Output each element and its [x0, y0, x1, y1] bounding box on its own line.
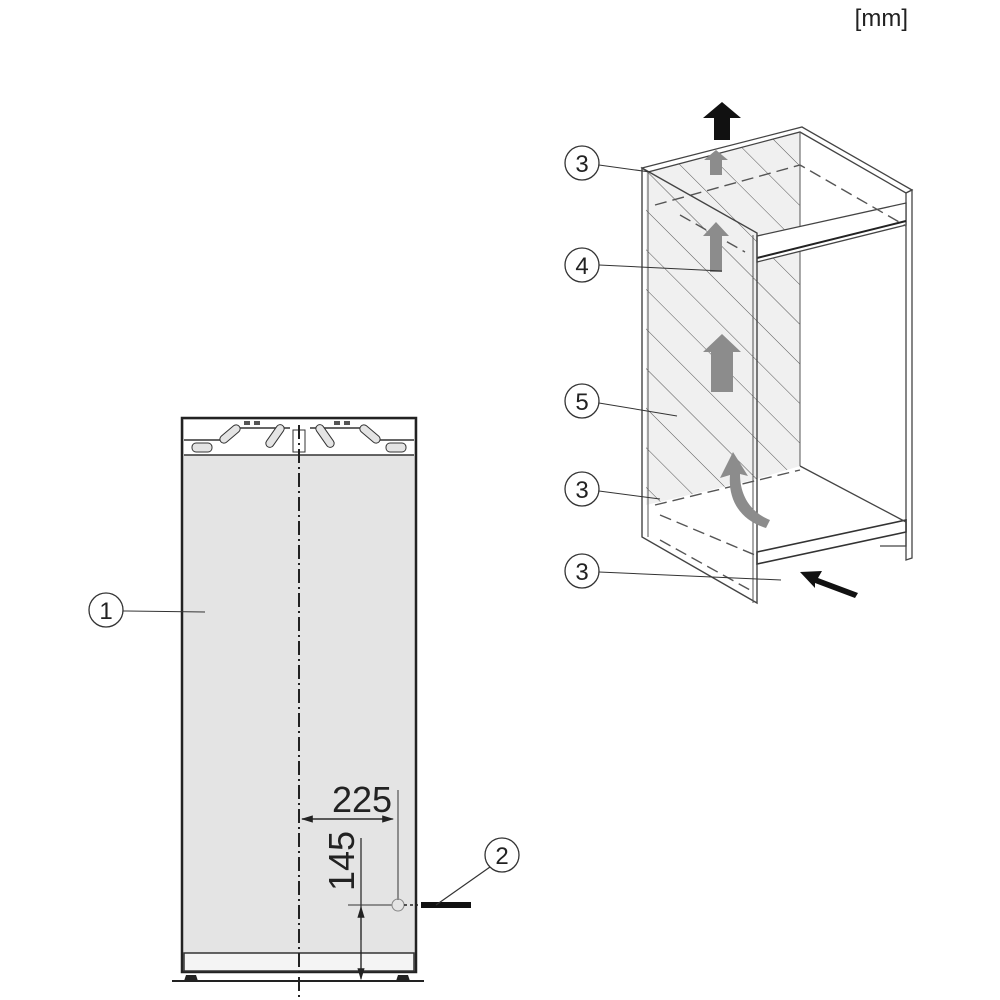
air-flow-arrow-icon [703, 222, 729, 272]
callout-3-bottom: 3 [564, 553, 782, 589]
callout-3-middle: 3 [564, 471, 661, 507]
air-curve-arrow-icon [720, 452, 770, 528]
ventilation-hatched-area [646, 130, 800, 505]
water-connection-bar [421, 902, 471, 908]
callout-2: 2 [435, 837, 520, 906]
air-flow-arrow-icon [703, 334, 741, 392]
dimension-horizontal-value: 225 [332, 779, 392, 820]
callout-4: 4 [564, 247, 723, 283]
svg-text:3: 3 [575, 477, 588, 504]
callout-1: 1 [88, 592, 206, 628]
svg-text:5: 5 [575, 389, 588, 416]
svg-text:3: 3 [575, 151, 588, 178]
svg-text:3: 3 [575, 559, 588, 586]
appliance-front-view [172, 416, 424, 1000]
dimension-225: 225 [300, 779, 399, 900]
dimension-145: 145 [321, 831, 392, 981]
unit-label: [mm] [855, 5, 908, 32]
dimension-vertical-value: 145 [321, 831, 362, 891]
svg-text:1: 1 [99, 598, 112, 625]
callout-5: 5 [564, 383, 678, 419]
svg-text:2: 2 [495, 843, 508, 870]
cabinet-isometric-view [640, 102, 914, 605]
svg-text:4: 4 [575, 253, 588, 280]
air-in-arrow-icon [800, 571, 858, 598]
callout-3-top: 3 [564, 145, 651, 181]
air-flow-arrow-icon [704, 150, 728, 175]
air-out-arrow-icon [703, 102, 741, 140]
